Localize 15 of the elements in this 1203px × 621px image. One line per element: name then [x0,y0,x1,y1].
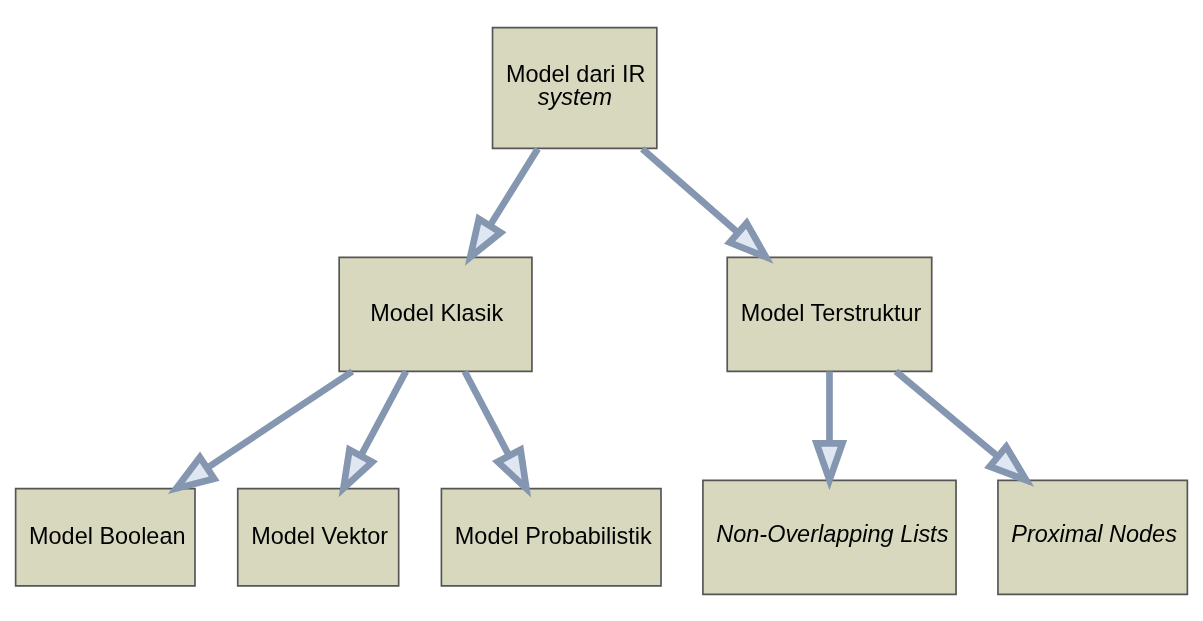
arrow [893,368,1035,487]
node-box: Model Boolean [14,487,196,587]
node-box: Non-Overlapping Lists [702,478,957,595]
node-box: Model Klasik [338,256,533,372]
node-box: Model Probabilistik [440,487,662,587]
arrow [461,369,532,497]
node-box: Model Terstruktur [726,256,933,372]
arrow [338,369,409,497]
node-box: Proximal Nodes [997,478,1189,595]
arrow [464,146,541,266]
node-box: Model Vektor [236,487,400,587]
arrow [167,368,355,494]
node-box: Model dari IR system [491,26,658,149]
arrow [811,370,848,490]
arrow [640,145,774,264]
